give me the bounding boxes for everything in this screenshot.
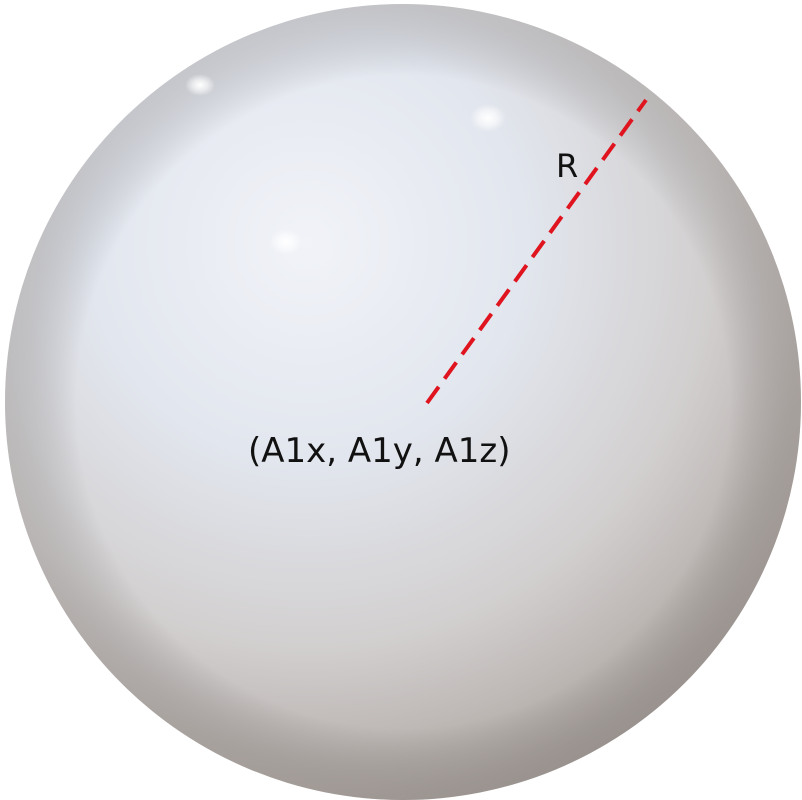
specular-highlight (470, 104, 506, 132)
radius-label: R (556, 147, 579, 185)
center-coordinates-label: (A1x, A1y, A1z) (248, 431, 511, 471)
specular-highlight (270, 229, 302, 255)
sphere-rim-shade (5, 4, 801, 800)
specular-highlight (185, 74, 215, 96)
radius-line (425, 98, 648, 405)
